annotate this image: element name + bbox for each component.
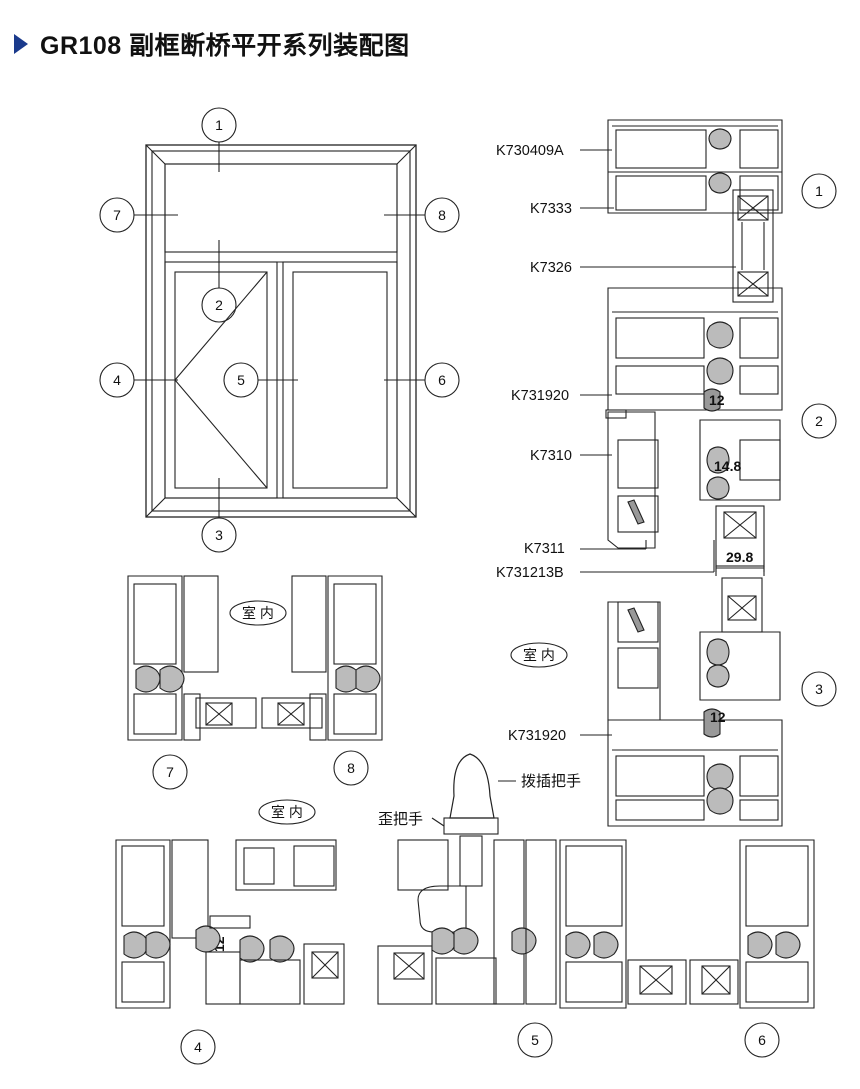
dim-29-8: 29.8 xyxy=(726,549,753,565)
label-k731213b: K731213B xyxy=(496,565,564,581)
indoor-label-left: 室 内 xyxy=(229,600,287,626)
label-k731920-lower: K731920 xyxy=(508,728,566,744)
svg-text:3: 3 xyxy=(215,527,223,543)
svg-text:3: 3 xyxy=(815,681,823,697)
svg-text:室 内: 室 内 xyxy=(523,647,555,663)
label-k7311: K7311 xyxy=(524,541,565,557)
header: GR108 副框断桥平开系列装配图 xyxy=(14,26,410,62)
title-arrow-icon xyxy=(14,34,28,54)
label-k7326: K7326 xyxy=(530,260,572,276)
vertical-section-right xyxy=(605,119,783,827)
svg-text:5: 5 xyxy=(237,372,245,388)
callout-7-section: 7 xyxy=(152,754,188,790)
indoor-label-right: 室 内 xyxy=(510,642,568,668)
callout-2: 2 xyxy=(201,287,237,323)
callouts-right: 1 2 3 xyxy=(801,173,837,707)
svg-text:1: 1 xyxy=(215,117,223,133)
label-k731920-upper: K731920 xyxy=(511,388,569,404)
part-leaders xyxy=(580,149,736,736)
window-elevation xyxy=(134,142,425,518)
svg-text:4: 4 xyxy=(113,372,121,388)
callout-5-section: 5 xyxy=(517,1022,553,1058)
horizontal-section-bottom xyxy=(115,753,815,1009)
callouts-elevation: 1 7 8 2 4 5 6 3 xyxy=(99,107,460,553)
svg-text:6: 6 xyxy=(438,372,446,388)
dim-12-lower: 12 xyxy=(710,709,726,725)
callout-1: 1 xyxy=(201,107,237,143)
svg-text:室 内: 室 内 xyxy=(242,605,274,621)
svg-text:室 内: 室 内 xyxy=(271,804,303,820)
label-push-handle: 拨插把手 xyxy=(521,773,581,790)
svg-text:4: 4 xyxy=(194,1039,202,1055)
callout-1-section: 1 xyxy=(801,173,837,209)
dim-14-8: 14.8 xyxy=(714,458,741,474)
label-k7333: K7333 xyxy=(530,201,572,217)
label-crank-handle: 歪把手 xyxy=(378,811,423,828)
section-7-8 xyxy=(127,575,383,741)
callout-2-section: 2 xyxy=(801,403,837,439)
callout-6-section: 6 xyxy=(744,1022,780,1058)
svg-text:1: 1 xyxy=(815,183,823,199)
svg-text:2: 2 xyxy=(815,413,823,429)
callout-6: 6 xyxy=(424,362,460,398)
svg-text:7: 7 xyxy=(113,207,121,223)
svg-text:5: 5 xyxy=(531,1032,539,1048)
dim-12-upper: 12 xyxy=(709,392,725,408)
callouts-7-8: 7 8 xyxy=(152,750,369,790)
callout-3: 3 xyxy=(201,517,237,553)
callout-7: 7 xyxy=(99,197,135,233)
svg-text:2: 2 xyxy=(215,297,223,313)
svg-text:6: 6 xyxy=(758,1032,766,1048)
svg-text:8: 8 xyxy=(438,207,446,223)
callout-8: 8 xyxy=(424,197,460,233)
label-k730409a: K730409A xyxy=(496,143,564,159)
handle-labels: 拨插把手 歪把手 xyxy=(378,773,581,828)
callout-4-section: 4 xyxy=(180,1029,216,1065)
label-k7310: K7310 xyxy=(530,448,572,464)
callouts-bottom: 4 5 6 xyxy=(180,1022,780,1065)
callout-4: 4 xyxy=(99,362,135,398)
page-title: GR108 副框断桥平开系列装配图 xyxy=(40,32,410,60)
svg-text:8: 8 xyxy=(347,760,355,776)
callout-8-section: 8 xyxy=(333,750,369,786)
indoor-label-bottom: 室 内 xyxy=(258,799,316,825)
part-labels: K730409A K7333 K7326 K731920 K7310 K7311… xyxy=(496,143,572,744)
svg-text:7: 7 xyxy=(166,764,174,780)
callout-3-section: 3 xyxy=(801,671,837,707)
callout-5: 5 xyxy=(223,362,259,398)
